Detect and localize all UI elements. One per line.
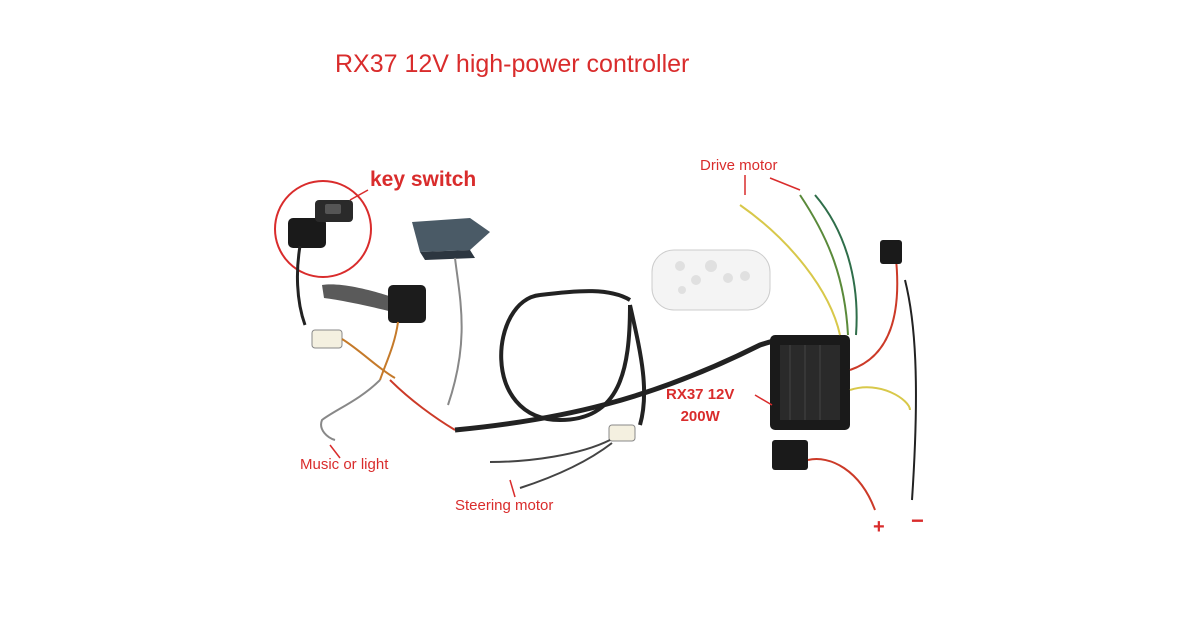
key-switch-callout-circle <box>274 180 372 278</box>
key-switch-wire <box>295 245 307 326</box>
power-switch-part <box>880 240 902 264</box>
battery-negative-wire <box>904 279 917 501</box>
controller-label: RX37 12V 200W <box>666 384 734 428</box>
music-or-light-label: Music or light <box>300 456 389 473</box>
drive-motor-pointer-b <box>769 177 801 191</box>
drive-motor-wires <box>739 194 911 411</box>
steering-motor-wires <box>489 439 613 489</box>
foot-pedal-part <box>412 218 490 260</box>
music-pointer-line <box>329 444 341 459</box>
controller-box <box>770 335 850 430</box>
drive-motor-label: Drive motor <box>700 157 778 174</box>
key-switch-label: key switch <box>370 168 477 191</box>
steering-motor-label: Steering motor <box>455 497 554 514</box>
battery-positive-label: + <box>873 516 885 538</box>
controller-sub-connector <box>772 440 808 470</box>
harness-wires <box>320 321 456 441</box>
shift-lever-part <box>322 284 426 323</box>
harness-loop <box>499 289 632 423</box>
key-switch-connector <box>311 329 343 349</box>
steering-connector <box>608 424 636 442</box>
steering-branch-cable <box>628 304 647 426</box>
key-switch-pointer-line <box>349 189 369 201</box>
controller-model-label: RX37 12V <box>666 386 735 403</box>
battery-negative-label: − <box>911 508 924 533</box>
pedal-wire <box>447 257 463 406</box>
controller-power-label: 200W <box>680 408 720 425</box>
controller-pointer-line <box>754 394 773 406</box>
remote-control-part <box>651 249 771 311</box>
diagram-title: RX37 12V high-power controller <box>335 50 690 78</box>
steering-pointer-line <box>509 479 516 498</box>
key-switch-part <box>288 200 353 248</box>
battery-positive-wire <box>807 458 876 511</box>
